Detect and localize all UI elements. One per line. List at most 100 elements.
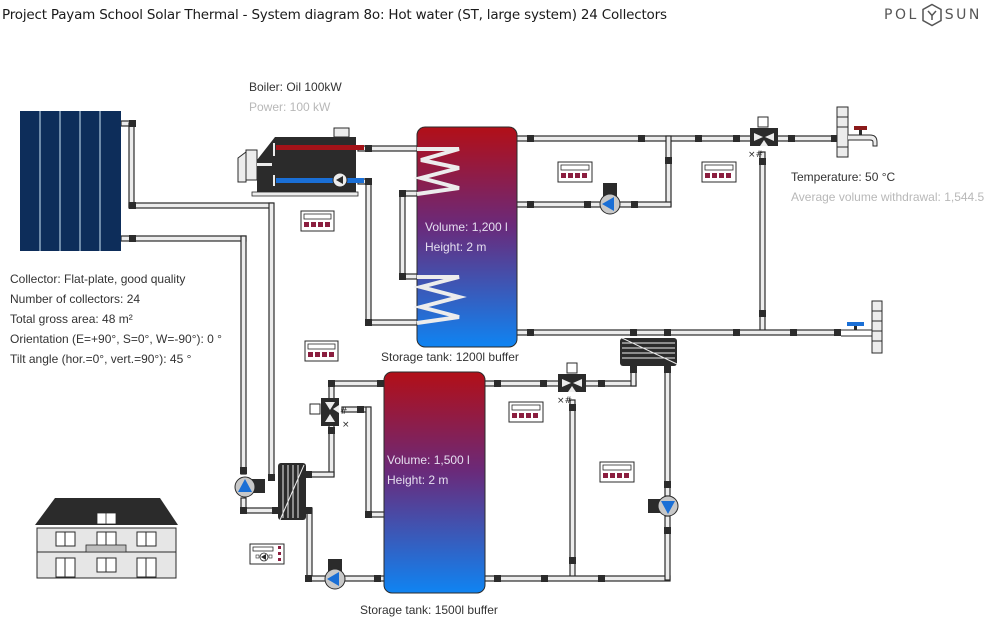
controller-icon[interactable] (701, 161, 737, 183)
pipe (665, 135, 672, 207)
connector (664, 366, 671, 373)
circulation-pump-icon[interactable] (648, 495, 679, 517)
page-title: Project Payam School Solar Thermal - Sys… (2, 7, 667, 23)
pump-controller-icon[interactable] (249, 543, 285, 565)
three-way-valve-icon[interactable]: ×# (748, 116, 778, 160)
pipe (240, 235, 247, 475)
connector (129, 202, 136, 209)
tank-top-height-label: Height: 2 m (425, 240, 487, 254)
circulation-pump-icon[interactable] (324, 559, 346, 590)
connector (328, 427, 335, 434)
controller-icon[interactable] (304, 340, 339, 362)
tank-bottom-height-label: Height: 2 m (387, 473, 449, 487)
circulation-pump-icon[interactable] (234, 476, 265, 498)
circulation-pump-icon[interactable] (599, 183, 621, 215)
connector (365, 319, 372, 326)
tank-top-volume-label: Volume: 1,200 l (425, 220, 508, 234)
pipe (365, 178, 372, 325)
connector (584, 201, 591, 208)
connector (790, 329, 797, 336)
connector (664, 481, 671, 488)
pipe (759, 151, 766, 333)
heat-exchanger-icon[interactable] (278, 463, 306, 521)
controller-icon[interactable] (508, 401, 544, 423)
solar-collector-icon[interactable] (20, 111, 121, 251)
connector (759, 310, 766, 317)
connector (494, 380, 501, 387)
polysun-logo: POL SUN (884, 3, 982, 27)
connector (665, 157, 672, 164)
pipe (268, 202, 275, 476)
pipe (515, 201, 672, 208)
svg-text:×#: ×# (557, 396, 572, 406)
three-way-valve-icon[interactable]: ×# (557, 362, 586, 406)
controller-icon[interactable] (599, 461, 635, 483)
connector (374, 575, 381, 582)
pipe (365, 319, 419, 326)
collector-area-label: Total gross area: 48 m² (10, 312, 133, 326)
pipe (664, 515, 671, 581)
collector-tilt-label: Tilt angle (hor.=0°, vert.=90°): 45 ° (10, 352, 192, 366)
tank-top-caption: Storage tank: 1200l buffer (381, 350, 519, 364)
pipe (515, 329, 839, 336)
connector (664, 329, 671, 336)
connector (399, 273, 406, 280)
collector-count-label: Number of collectors: 24 (10, 292, 141, 306)
connector (240, 467, 247, 474)
hexagon-logo-icon (922, 3, 942, 27)
pipe (481, 380, 561, 387)
upper-heating-coil (413, 147, 460, 196)
pipe (306, 507, 313, 581)
three-way-valve-icon[interactable]: # × (309, 398, 350, 430)
pipe (399, 190, 406, 279)
oil-boiler-icon[interactable] (237, 127, 364, 197)
tank-bottom-caption: Storage tank: 1500l buffer (360, 603, 498, 617)
lower-heating-coil (413, 275, 467, 325)
svg-text:×#: ×# (748, 150, 763, 160)
hot-water-tap-icon[interactable] (836, 106, 878, 158)
boiler-power-label: Power: 100 kW (249, 100, 331, 114)
tank-bottom-volume-label: Volume: 1,500 l (387, 453, 470, 467)
svg-text:×: × (342, 420, 350, 430)
controller-icon[interactable] (557, 161, 593, 183)
connector (759, 158, 766, 165)
pipe (664, 367, 671, 497)
connector (399, 190, 406, 197)
heat-exchanger-icon[interactable] (620, 337, 678, 366)
connector (240, 507, 247, 514)
connector (129, 235, 136, 242)
connector (630, 329, 637, 336)
storage-tank-1200[interactable] (413, 126, 518, 348)
pipes (120, 120, 842, 582)
connector (129, 120, 136, 127)
hot-water-withdrawal-label: Average volume withdrawal: 1,544.5 (791, 190, 985, 204)
connector (527, 135, 534, 142)
connector (272, 507, 279, 514)
cold-water-inlet-icon[interactable] (841, 300, 883, 354)
connector (664, 527, 671, 534)
connector (305, 471, 312, 478)
boiler-name-label: Boiler: Oil 100kW (249, 80, 342, 94)
connector (630, 366, 637, 373)
connector (365, 178, 372, 185)
connector (365, 145, 372, 152)
connector (733, 329, 740, 336)
pipe (120, 235, 247, 242)
connector (377, 380, 384, 387)
connector (569, 404, 576, 411)
connector (733, 135, 740, 142)
school-building-icon (35, 498, 178, 579)
connector (638, 135, 645, 142)
hot-water-temperature-label: Temperature: 50 °C (791, 170, 896, 184)
connector (494, 575, 501, 582)
connector (834, 329, 841, 336)
storage-tank-1500[interactable] (383, 371, 486, 594)
pipe (365, 406, 372, 517)
logo-text-left: POL (884, 7, 919, 23)
logo-text-right: SUN (944, 7, 982, 23)
pipe (569, 399, 576, 581)
connector (305, 575, 312, 582)
controller-icon[interactable] (300, 210, 335, 232)
connector (365, 511, 372, 518)
